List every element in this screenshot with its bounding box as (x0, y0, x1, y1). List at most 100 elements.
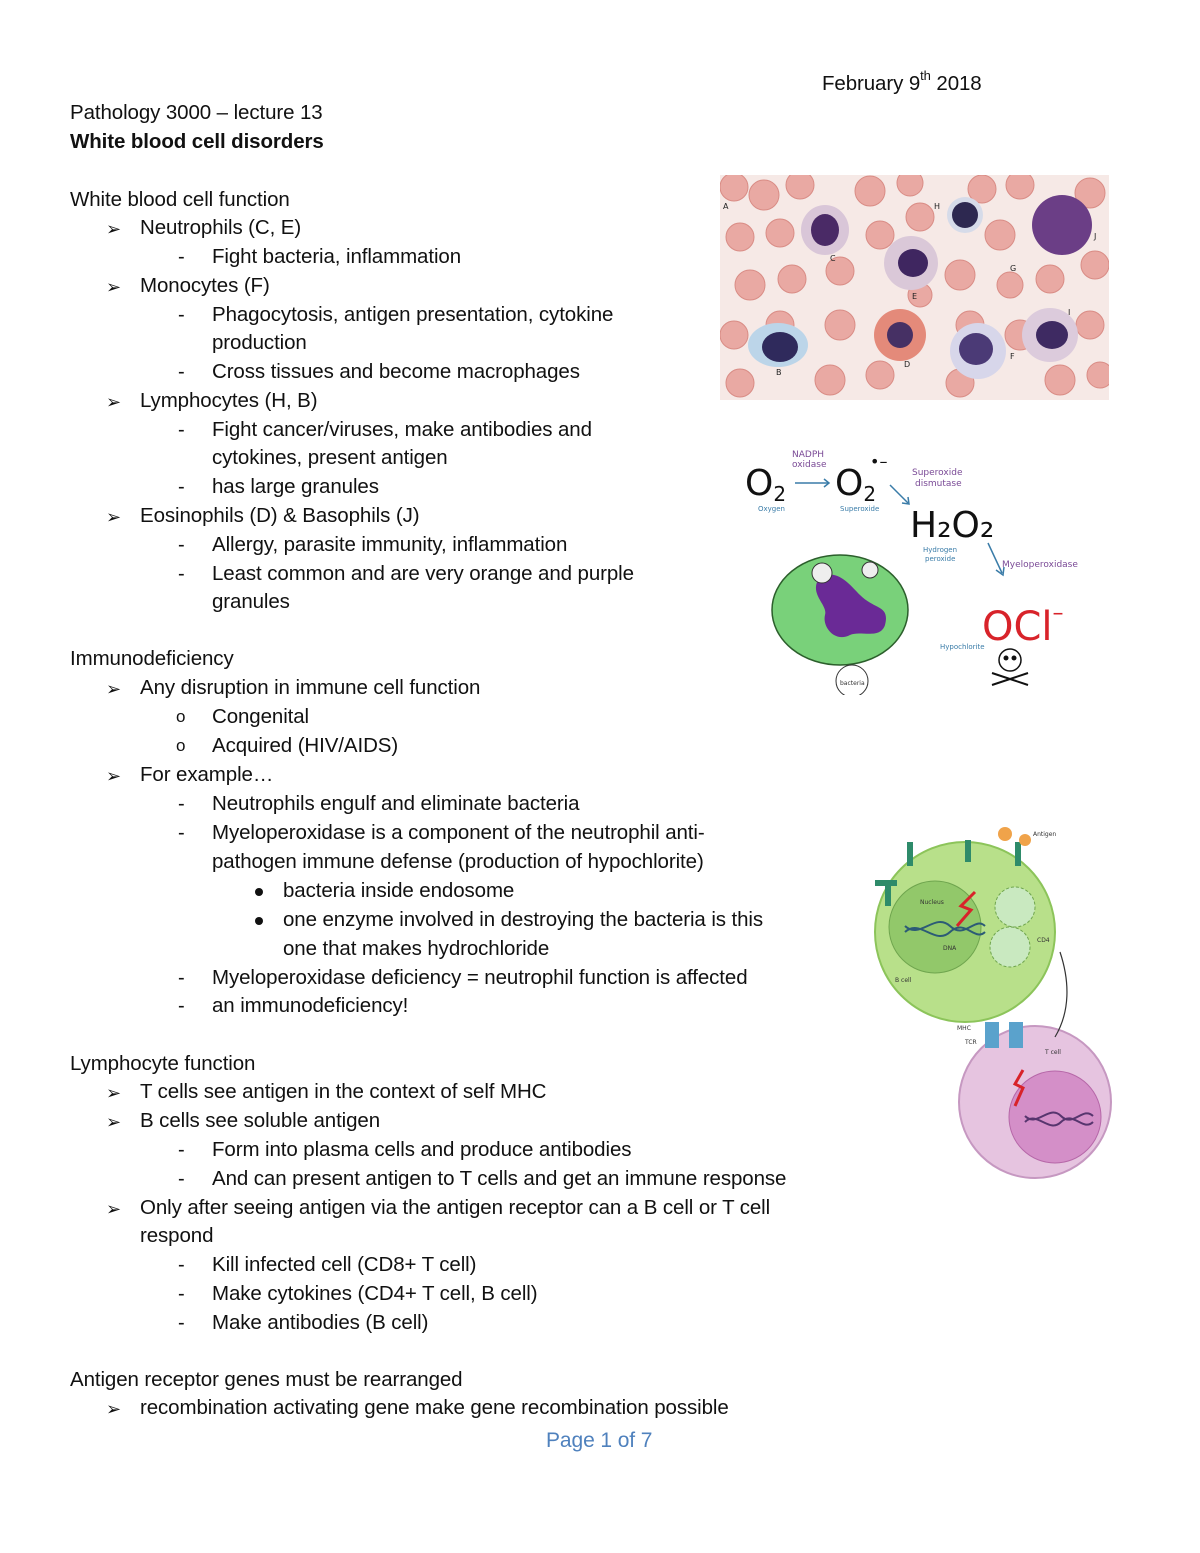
list-item: And can present antigen to T cells and g… (212, 1167, 787, 1190)
list-item: production (212, 331, 307, 354)
superoxide-formula: O2 (835, 463, 876, 506)
hydrogen-peroxide-formula: H₂O₂ (910, 505, 994, 546)
section-heading-wbc: White blood cell function (70, 188, 290, 211)
list-item: Lymphocytes (H, B) (140, 389, 318, 412)
list-item: Congenital (212, 705, 310, 728)
arrow-bullet-icon: ➢ (106, 766, 122, 786)
list-item: B cells see soluble antigen (140, 1109, 381, 1132)
cell-label: B (776, 368, 782, 377)
oxygen-formula: O2 (745, 463, 786, 506)
dash-bullet: - (178, 419, 185, 441)
list-item: an immunodeficiency! (212, 994, 409, 1017)
myeloperoxidase-diagram: O2 O2 •– H₂O₂ OCl– NADPH oxidase Superox… (745, 450, 1078, 695)
dash-bullet: - (178, 1283, 185, 1305)
cell-label: D (904, 360, 910, 369)
arrow-bullet-icon: ➢ (106, 1199, 122, 1219)
date: February 9th 2018 (822, 68, 982, 95)
sod-label: Superoxide (912, 468, 963, 478)
cell-label: I (1068, 308, 1070, 317)
cell-label: A (723, 202, 729, 211)
mhc-caption: MHC (957, 1025, 971, 1032)
arrow-bullet-icon: ➢ (106, 219, 122, 239)
dash-bullet: - (178, 1254, 185, 1276)
list-item: Phagocytosis, antigen presentation, cyto… (212, 303, 614, 326)
dash-bullet: - (178, 995, 185, 1017)
oxygen-caption: Oxygen (758, 505, 785, 513)
cell-label: E (912, 292, 917, 301)
list-item: Least common and are very orange and pur… (212, 562, 634, 585)
dash-bullet: - (178, 822, 185, 844)
dash-bullet: - (178, 476, 185, 498)
section-heading-immunodeficiency: Immunodeficiency (70, 647, 234, 670)
cd-caption: CD4 (1037, 937, 1050, 944)
list-item: Cross tissues and become macrophages (212, 360, 580, 383)
page-number: Page 1 of 7 (546, 1429, 653, 1452)
circle-bullet: o (176, 707, 186, 726)
arrow-bullet-icon: ➢ (106, 679, 122, 699)
superoxide-charge: •– (870, 452, 887, 471)
dna-caption: DNA (943, 945, 957, 952)
list-item: pathogen immune defense (production of h… (212, 850, 704, 873)
list-item: Neutrophils (C, E) (140, 216, 302, 239)
hp-caption-2: peroxide (925, 555, 955, 563)
dash-bullet: - (178, 1139, 185, 1161)
list-item: cytokines, present antigen (212, 446, 448, 469)
list-item: Make cytokines (CD4+ T cell, B cell) (212, 1282, 538, 1305)
list-item: Acquired (HIV/AIDS) (212, 734, 399, 757)
arrow-bullet-icon: ➢ (106, 277, 122, 297)
circle-bullet: o (176, 736, 186, 755)
antigen-caption: Antigen (1033, 831, 1056, 838)
blood-smear-image: A B C D E F G H I J (720, 175, 1109, 400)
dash-bullet: - (178, 304, 185, 326)
oxidase-label: oxidase (792, 460, 827, 470)
dot-bullet (255, 917, 263, 925)
dash-bullet: - (178, 1168, 185, 1190)
list-item: respond (140, 1224, 214, 1247)
sod-label-2: dismutase (915, 479, 962, 489)
dash-bullet: - (178, 793, 185, 815)
cell-label: F (1010, 352, 1015, 361)
list-item: bacteria inside endosome (283, 879, 515, 902)
nucleus-caption: Nucleus (920, 899, 944, 906)
list-item: granules (212, 590, 290, 613)
arrow-bullet-icon: ➢ (106, 1083, 122, 1103)
bacteria-caption: bacteria (840, 680, 865, 687)
b-cell-caption: B cell (895, 977, 912, 984)
skull-icon (991, 648, 1029, 686)
list-item: For example… (140, 763, 274, 786)
cell-label: H (934, 202, 940, 211)
dash-bullet: - (178, 1312, 185, 1334)
tcr-caption: TCR (964, 1039, 977, 1046)
arrow-bullet-icon: ➢ (106, 1399, 122, 1419)
list-item: Myeloperoxidase is a component of the ne… (212, 821, 705, 844)
dash-bullet: - (178, 967, 185, 989)
list-item: Only after seeing antigen via the antige… (140, 1196, 771, 1219)
hypochlorite-formula: OCl– (982, 601, 1064, 650)
cell-label: G (1010, 264, 1016, 273)
section-heading-lymphocyte: Lymphocyte function (70, 1052, 256, 1075)
b-cell-t-cell-diagram: B cell T cell Nucleus DNA Antigen MHC TC… (874, 827, 1112, 1179)
cell-label: C (830, 254, 836, 263)
course-title: Pathology 3000 – lecture 13 (70, 101, 323, 124)
list-item: Fight cancer/viruses, make antibodies an… (212, 418, 592, 441)
dash-bullet: - (178, 563, 185, 585)
list-item: Any disruption in immune cell function (140, 676, 481, 699)
mpo-label: Myeloperoxidase (1002, 560, 1078, 570)
list-item: Kill infected cell (CD8+ T cell) (212, 1253, 477, 1276)
page-title: White blood cell disorders (70, 130, 324, 153)
dash-bullet: - (178, 361, 185, 383)
list-item: Form into plasma cells and produce antib… (212, 1138, 632, 1161)
list-item: Monocytes (F) (140, 274, 270, 297)
list-item: T cells see antigen in the context of se… (140, 1080, 547, 1103)
list-item: Neutrophils engulf and eliminate bacteri… (212, 792, 580, 815)
list-item: Make antibodies (B cell) (212, 1311, 429, 1334)
list-item: Allergy, parasite immunity, inflammation (212, 533, 568, 556)
list-item: recombination activating gene make gene … (140, 1396, 729, 1419)
arrow-bullet-icon: ➢ (106, 1112, 122, 1132)
list-item: Eosinophils (D) & Basophils (J) (140, 504, 420, 527)
dot-bullet (255, 888, 263, 896)
superoxide-caption: Superoxide (840, 505, 879, 513)
list-item: one enzyme involved in destroying the ba… (283, 908, 764, 931)
t-cell-caption: T cell (1044, 1049, 1061, 1056)
nadph-label: NADPH (792, 450, 824, 460)
